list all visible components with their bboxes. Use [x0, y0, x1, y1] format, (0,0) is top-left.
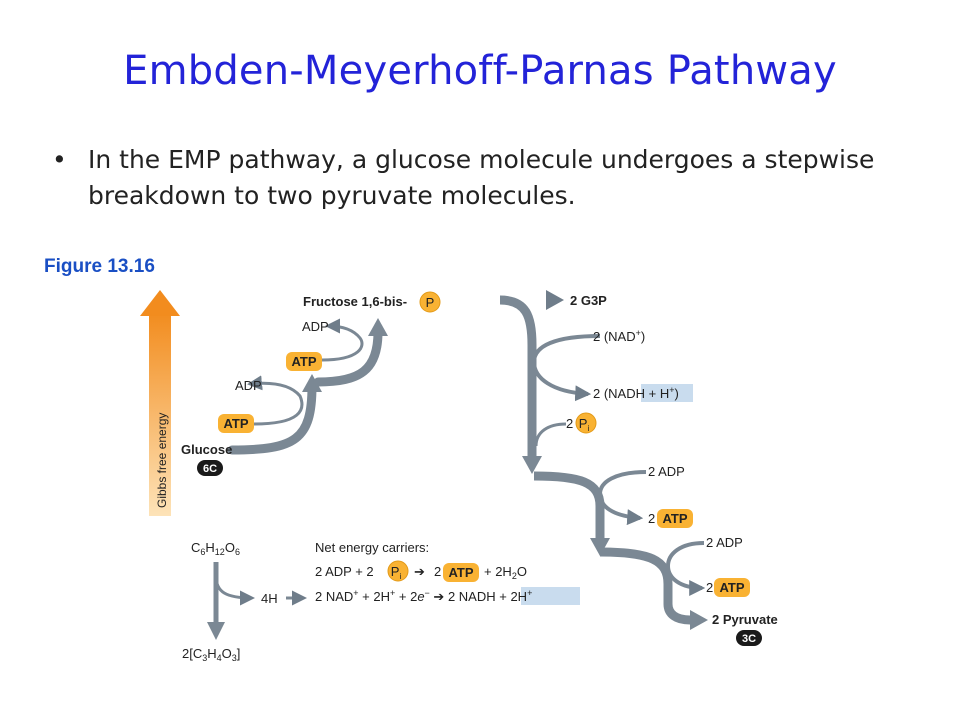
atp4-main-arrowhead	[690, 610, 708, 630]
net-pi-icon	[387, 560, 409, 582]
atp4-coefficient: 2	[706, 580, 713, 595]
overall-arrowhead	[207, 622, 225, 640]
main-descending-arrow	[499, 295, 542, 474]
step-fructose-formation: ATP ADP Fructose 1,6-bis- P	[286, 291, 441, 387]
atp1-to-adp1-arrow	[247, 375, 304, 426]
atp1-text: ATP	[223, 416, 248, 431]
phosphate-input-branch: 2 Pi	[534, 412, 597, 447]
hydrogen-label: 4H	[261, 591, 278, 606]
net-energy-carriers: Net energy carriers: 2 ADP + 2 Pi ➔ 2 AT…	[315, 540, 580, 605]
adp3-label: 2 ADP	[648, 464, 685, 479]
fructose-arrowhead	[368, 318, 388, 336]
atp3-text: ATP	[662, 511, 687, 526]
net-line2: 2 NAD+ + 2H+ + 2e− ➔ 2 NADH + 2H+	[315, 588, 532, 604]
glucose-arrowhead	[302, 374, 322, 392]
net-atp-text: ATP	[448, 565, 473, 580]
atp4-text: ATP	[719, 580, 744, 595]
atp4-pill	[714, 578, 750, 597]
adp4-to-atp4-arrow	[665, 541, 706, 596]
atp2-pill	[286, 352, 322, 371]
net-line1-left: 2 ADP + 2	[315, 564, 374, 579]
atp3-pill	[657, 509, 693, 528]
adp4-label: 2 ADP	[706, 535, 743, 550]
pyruvate-formula: 2[C3H4O3]	[182, 646, 240, 663]
overall-reaction: C6H12O6 4H 2[C3H4O3]	[182, 540, 307, 663]
main-arrow-shaft	[499, 295, 537, 458]
bullet-text: In the EMP pathway, a glucose molecule u…	[88, 145, 875, 210]
fructose-phosphate-icon	[419, 291, 441, 313]
net-atp-pill	[443, 563, 479, 582]
cleavage-arrowhead	[546, 290, 564, 310]
pi-coefficient: 2	[566, 416, 573, 431]
step-atp3: 2 ADP 2 ATP	[533, 464, 693, 556]
pyruvate-carbon-text: 3C	[742, 633, 756, 645]
atp3-main-arrowhead	[590, 538, 610, 556]
glucose-arrow	[227, 381, 317, 455]
axis-label: Gibbs free energy	[155, 413, 169, 508]
glucose-carbon-text: 6C	[203, 463, 217, 475]
atp3-main-arrow	[533, 471, 605, 540]
gibbs-energy-axis: Gibbs free energy	[140, 290, 180, 516]
atp2-to-adp2-arrow	[321, 318, 364, 362]
g3p-label: 2 G3P	[570, 293, 607, 308]
net-title: Net energy carriers:	[315, 540, 429, 555]
net-line1-coef: 2	[434, 564, 441, 579]
glucose-formula: C6H12O6	[191, 540, 240, 557]
pi-arrow	[534, 422, 567, 447]
pi-text: Pi	[579, 416, 590, 433]
glucose-label: Glucose	[181, 442, 232, 457]
step-atp4: 2 ADP 2 ATP 2 Pyruvate 3C	[599, 535, 778, 646]
nad-in-label: 2 (NAD+)	[593, 328, 645, 344]
nadh-highlight	[641, 384, 693, 402]
glucose-carbon-badge	[197, 460, 223, 476]
step-glucose-phosphorylation: Glucose 6C ATP ADP	[181, 374, 322, 476]
pyruvate-label: 2 Pyruvate	[712, 612, 778, 627]
net-pi-text: Pi	[391, 564, 402, 581]
nad-to-nadh-arrow	[531, 334, 601, 402]
bullet-dot-icon: •	[52, 145, 67, 174]
atp3-coefficient: 2	[648, 511, 655, 526]
nadh-out-label: 2 (NADH + H+)	[593, 385, 679, 401]
bullet-point: • In the EMP pathway, a glucose molecule…	[52, 142, 902, 214]
cleavage-step: 2 G3P	[446, 290, 607, 310]
fructose-arrow	[313, 327, 383, 387]
hydrogen-arrow	[214, 575, 255, 606]
net-nadh-highlight	[521, 587, 580, 605]
fructose-label: Fructose 1,6-bis-	[303, 294, 407, 309]
slide-title: Embden-Meyerhoff-Parnas Pathway	[123, 48, 837, 94]
atp2-text: ATP	[291, 354, 316, 369]
axis-bar	[149, 312, 171, 516]
pi-icon	[575, 412, 597, 434]
adp2-label: ADP	[302, 319, 329, 334]
axis-arrowhead	[140, 290, 180, 316]
nad-reduction-branch: 2 (NAD+) 2 (NADH + H+)	[531, 328, 693, 402]
adp3-to-atp3-arrow	[597, 470, 647, 526]
net-line1-arrow: ➔	[414, 564, 425, 579]
pyruvate-carbon-badge	[736, 630, 762, 646]
net-water: + 2H2O	[484, 564, 527, 581]
fructose-phosphate-text: P	[426, 295, 435, 310]
figure-label: Figure 13.16	[44, 256, 155, 277]
atp1-pill	[218, 414, 254, 433]
main-arrow-head	[522, 456, 542, 474]
atp4-main-arrow	[599, 547, 691, 625]
adp1-label: ADP	[235, 378, 262, 393]
